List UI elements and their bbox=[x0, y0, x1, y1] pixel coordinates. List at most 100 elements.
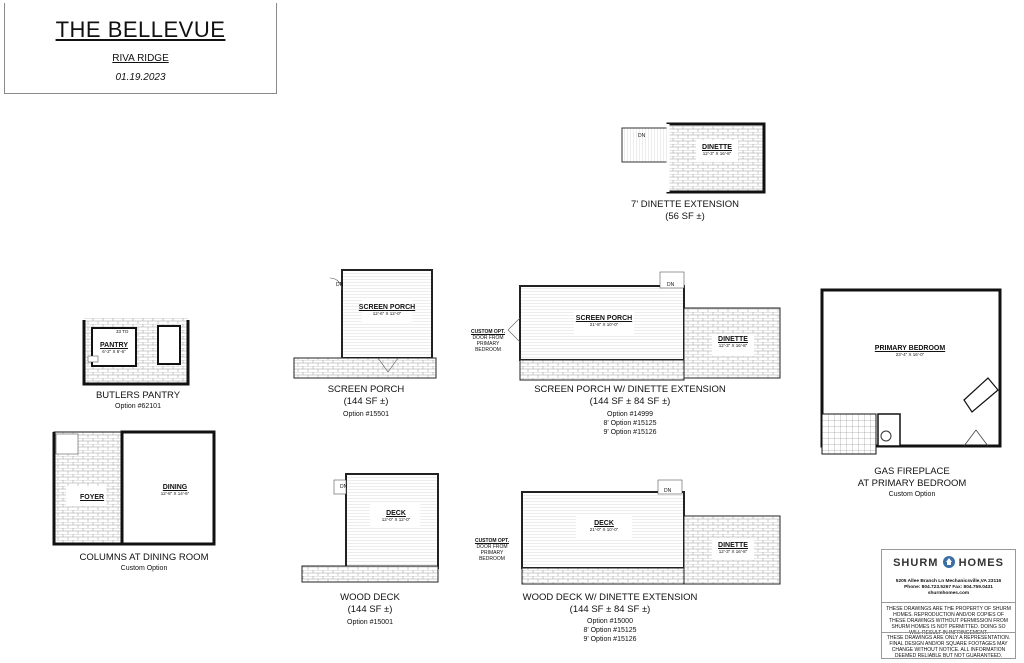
brand-logo: SHURM HOMES bbox=[882, 556, 1015, 569]
copyright-notice: THESE DRAWINGS ARE THE PROPERTY OF SHURM… bbox=[886, 606, 1011, 636]
deck-room-label: DECK 12'-0" X 12'-0" bbox=[370, 510, 422, 522]
community-name: RIVA RIDGE bbox=[112, 53, 169, 64]
primary-bedroom-plan bbox=[820, 288, 1002, 455]
room-name: DINETTE bbox=[702, 144, 732, 151]
caption-option: Option #15001 bbox=[347, 619, 393, 626]
room-dims: 21'-0" X 10'-0" bbox=[589, 527, 619, 532]
brand-name: HOMES bbox=[958, 557, 1004, 569]
screen-porch-dinette-plan bbox=[507, 271, 781, 381]
room-dims: 23'-4" X 16'-0" bbox=[895, 352, 925, 357]
room-name: PANTRY bbox=[100, 342, 128, 349]
dinette-extension-caption: 7' DINETTE EXTENSION (56 SF ±) bbox=[600, 199, 770, 223]
caption-area: (144 SF ± 84 SF ±) bbox=[569, 604, 651, 615]
screen-porch-plan bbox=[293, 269, 437, 379]
wood-deck-dinette-caption: WOOD DECK W/ DINETTE EXTENSION (144 SF ±… bbox=[510, 592, 710, 644]
page-title: THE BELLEVUE bbox=[55, 17, 226, 42]
room-dims: 12'-0" X 12'-0" bbox=[381, 517, 411, 522]
brand-name: SHURM bbox=[893, 557, 939, 569]
dinette-extension-plan bbox=[621, 122, 766, 194]
caption-title: SCREEN PORCH W/ DINETTE EXTENSION bbox=[534, 384, 726, 395]
door-label: DN bbox=[336, 282, 344, 288]
plan-date: 01.19.2023 bbox=[115, 72, 166, 83]
butlers-pantry-plan bbox=[82, 318, 190, 386]
room-name: DINING bbox=[162, 484, 188, 491]
screen-porch-caption: SCREEN PORCH (144 SF ±) Option #15501 bbox=[306, 384, 426, 419]
pantry-note: 33 TO bbox=[116, 329, 129, 334]
note-line: DOOR FROM bbox=[472, 335, 504, 341]
door-label: DN bbox=[667, 282, 675, 288]
caption-option: Custom Option bbox=[888, 491, 936, 498]
caption-option: 8' Option #15125 bbox=[603, 420, 657, 427]
room-name: SCREEN PORCH bbox=[575, 315, 633, 322]
caption-option: 9' Option #15126 bbox=[583, 636, 637, 643]
room-name: DINETTE bbox=[718, 542, 748, 549]
brand-block: SHURM HOMES 5205 Allee Branch Ln Mechani… bbox=[881, 549, 1016, 659]
brand-phone: Phone: 804.723.5267 Fax: 804.759.0431 bbox=[904, 585, 993, 590]
caption-option: 9' Option #15126 bbox=[603, 429, 657, 436]
door-label: DN bbox=[638, 133, 646, 139]
door-label: DN bbox=[340, 484, 348, 490]
screen-porch-room-label: SCREEN PORCH 12'-6" X 12'-0" bbox=[356, 304, 418, 316]
brand-website: shurmhomes.com bbox=[927, 591, 970, 596]
columns-dining-plan bbox=[52, 430, 216, 546]
caption-area: (144 SF ±) bbox=[347, 604, 393, 615]
room-name: PRIMARY BEDROOM bbox=[874, 345, 946, 352]
caption-option: Option #15000 bbox=[587, 618, 633, 625]
door-label: DN bbox=[664, 488, 672, 494]
note-line: BEDROOM bbox=[479, 556, 505, 562]
disclaimer-notice: THESE DRAWINGS ARE ONLY A REPRESENTATION… bbox=[886, 635, 1011, 659]
note-line: BEDROOM bbox=[475, 347, 501, 353]
room-name: DECK bbox=[594, 520, 614, 527]
columns-dining-caption: COLUMNS AT DINING ROOM Custom Option bbox=[64, 552, 224, 573]
pantry-room-label: PANTRY 6'-2" X 6'-6" bbox=[94, 342, 134, 354]
note-line: DOOR FROM bbox=[476, 544, 508, 550]
caption-area: (144 SF ± 84 SF ±) bbox=[589, 396, 671, 407]
room-name: SCREEN PORCH bbox=[358, 304, 416, 311]
caption-option: Option #15501 bbox=[343, 411, 389, 418]
custom-door-note: CUSTOM OPT. DOOR FROM PRIMARY BEDROOM bbox=[474, 538, 510, 562]
note-line: CUSTOM OPT. bbox=[470, 329, 506, 335]
caption-title: BUTLERS PANTRY bbox=[95, 390, 181, 401]
caption-area: (56 SF ±) bbox=[665, 211, 705, 222]
caption-title: GAS FIREPLACE bbox=[874, 466, 950, 477]
room-dims: 6'-2" X 6'-6" bbox=[102, 349, 126, 354]
caption-area: (144 SF ±) bbox=[343, 396, 389, 407]
room-name: DECK bbox=[386, 510, 406, 517]
note-line: PRIMARY bbox=[480, 550, 504, 556]
primary-bedroom-room-label: PRIMARY BEDROOM 23'-4" X 16'-0" bbox=[862, 345, 958, 357]
title-block: THE BELLEVUE RIVA RIDGE 01.19.2023 bbox=[4, 3, 277, 94]
caption-option: Option #62101 bbox=[115, 403, 161, 410]
screen-porch-dinette-caption: SCREEN PORCH W/ DINETTE EXTENSION (144 S… bbox=[520, 384, 740, 437]
caption-title: AT PRIMARY BEDROOM bbox=[857, 478, 967, 489]
wood-deck-caption: WOOD DECK (144 SF ±) Option #15001 bbox=[310, 592, 430, 627]
house-icon bbox=[942, 556, 955, 568]
room-dims: 21'-8" X 10'-0" bbox=[589, 322, 619, 327]
wood-deck-plan bbox=[301, 473, 439, 583]
dinette-room-label: DINETTE 12'-3" X 16'-8" bbox=[710, 336, 756, 348]
butlers-pantry-caption: BUTLERS PANTRY Option #62101 bbox=[78, 390, 198, 411]
brand-address: 5205 Allee Branch Ln Mechanicsville,VA 2… bbox=[895, 579, 1002, 584]
caption-option: Option #14999 bbox=[607, 411, 653, 418]
caption-title: WOOD DECK bbox=[340, 592, 400, 603]
dinette-room-label: DINETTE 12'-3" X 16'-8" bbox=[694, 144, 740, 156]
caption-title: 7' DINETTE EXTENSION bbox=[631, 199, 739, 210]
deck-room-label: DECK 21'-0" X 10'-0" bbox=[574, 520, 634, 532]
dinette-room-label: DINETTE 12'-3" X 16'-8" bbox=[710, 542, 756, 554]
brand-contact: 5205 Allee Branch Ln Mechanicsville,VA 2… bbox=[882, 579, 1015, 597]
caption-option: Custom Option bbox=[120, 565, 168, 572]
custom-door-note: CUSTOM OPT. DOOR FROM PRIMARY BEDROOM bbox=[470, 329, 506, 353]
dining-room-label: DINING 12'-8" X 14'-6" bbox=[150, 484, 200, 496]
room-dims: 12'-6" X 12'-0" bbox=[372, 311, 402, 316]
caption-option: 8' Option #15125 bbox=[583, 627, 637, 634]
note-line: CUSTOM OPT. bbox=[474, 538, 510, 544]
room-dims: 12'-8" X 14'-6" bbox=[160, 491, 190, 496]
room-dims: 12'-3" X 16'-8" bbox=[718, 343, 748, 348]
screen-porch-room-label: SCREEN PORCH 21'-8" X 10'-0" bbox=[572, 315, 636, 327]
caption-title: SCREEN PORCH bbox=[327, 384, 405, 395]
room-dims: 12'-3" X 16'-8" bbox=[718, 549, 748, 554]
foyer-room-label: FOYER bbox=[80, 494, 105, 501]
wood-deck-dinette-plan bbox=[521, 479, 781, 585]
gas-fireplace-caption: GAS FIREPLACE AT PRIMARY BEDROOM Custom … bbox=[836, 466, 988, 499]
note-line: PRIMARY bbox=[476, 341, 500, 347]
